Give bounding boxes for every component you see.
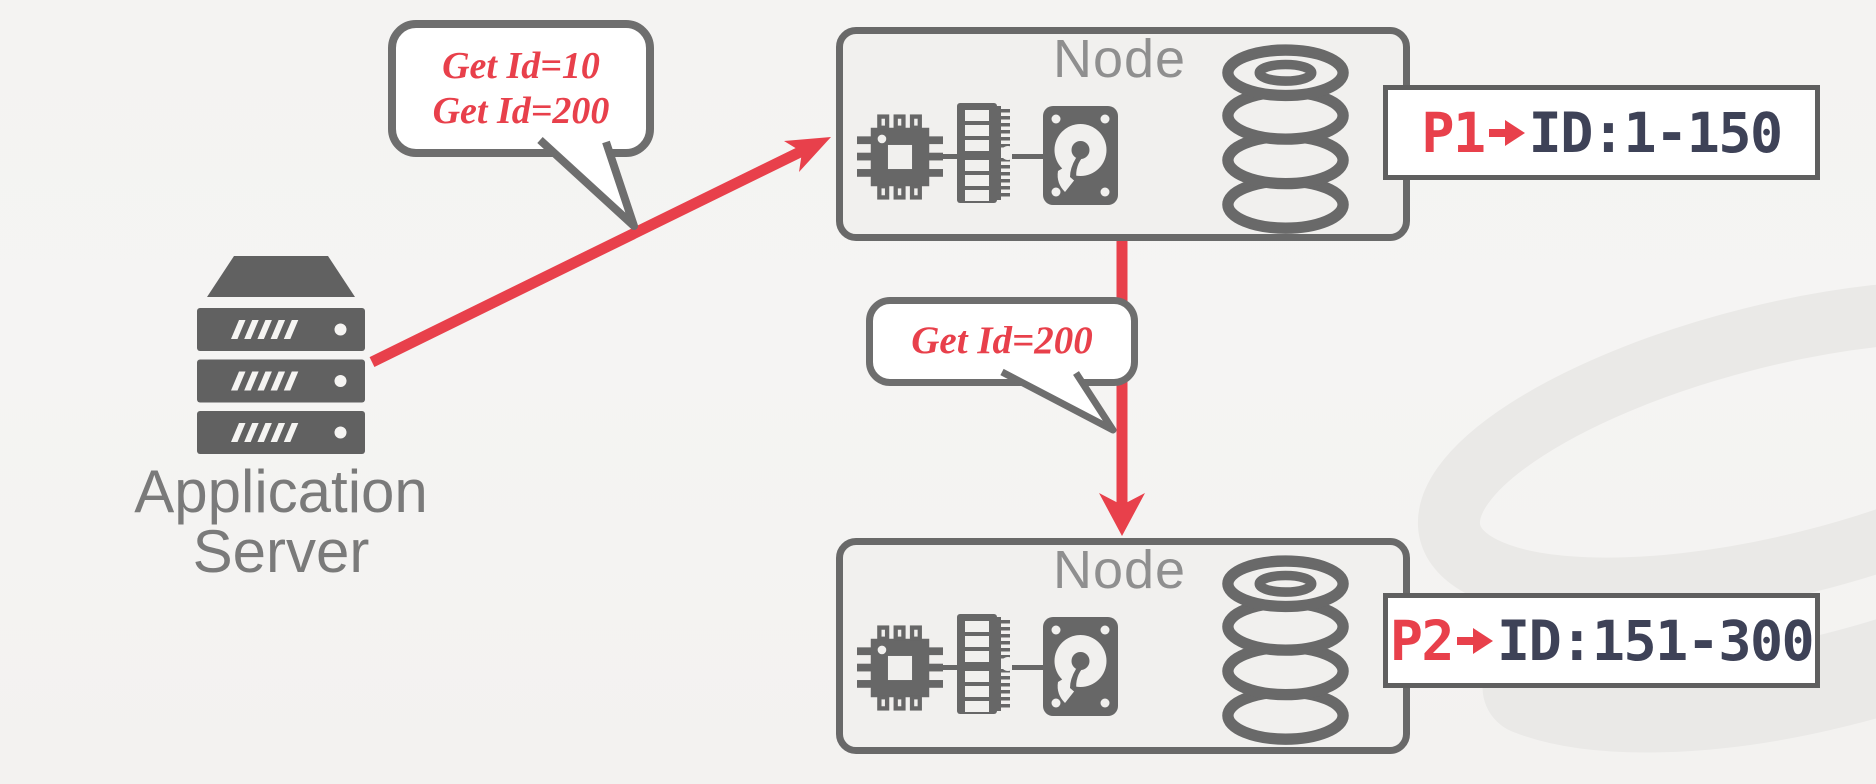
database-watermark-icon — [1417, 280, 1876, 784]
hdd-icon — [1043, 106, 1118, 205]
partition-name: P1 — [1421, 100, 1486, 165]
request-bubble-node1: Get Id=10 Get Id=200 — [388, 20, 654, 157]
partition-label-p2: P2 ID:151-300 — [1383, 593, 1820, 688]
app-server-label-line2: Server — [192, 518, 370, 585]
node-2-label: Node — [1053, 540, 1187, 600]
bus-wire — [1012, 154, 1045, 159]
partition-range: ID:1-150 — [1528, 100, 1783, 165]
node-1-label: Node — [1053, 29, 1187, 89]
cpu-icon — [857, 625, 943, 711]
application-server: Application Server — [100, 256, 462, 582]
app-server-label-line1: Application — [134, 458, 428, 525]
server-stack-icon — [197, 256, 365, 454]
app-server-label: Application Server — [100, 462, 462, 582]
database-icon — [1222, 555, 1349, 745]
node-2: Node — [836, 538, 1410, 754]
partition-label-p1: P1 ID:1-150 — [1383, 85, 1820, 180]
bus-wire — [941, 154, 959, 159]
arrow-right-icon — [1457, 627, 1494, 654]
cpu-icon — [857, 114, 943, 200]
request-bubble-node2: Get Id=200 — [866, 297, 1138, 386]
request-text: Get Id=200 — [911, 319, 1093, 363]
node-1: Node — [836, 27, 1410, 241]
request-text: Get Id=10 — [442, 44, 600, 87]
partition-range: ID:151-300 — [1497, 608, 1815, 673]
ram-icon — [957, 103, 1014, 203]
ram-icon — [957, 614, 1014, 714]
database-icon — [1222, 44, 1349, 234]
partition-name: P2 — [1389, 608, 1455, 673]
bus-wire — [1012, 665, 1045, 670]
request-text: Get Id=200 — [432, 89, 610, 132]
hdd-icon — [1043, 617, 1118, 716]
bus-wire — [941, 665, 959, 670]
arrow-node1-to-node2-icon — [1099, 236, 1145, 536]
arrow-right-icon — [1488, 119, 1525, 146]
